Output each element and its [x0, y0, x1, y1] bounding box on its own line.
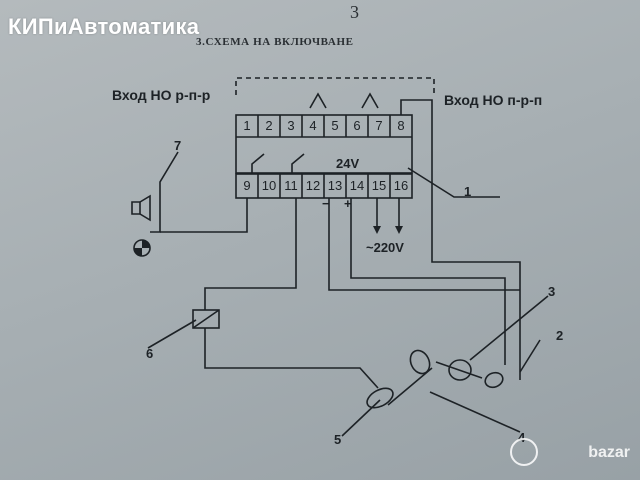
callout-5: 5 — [334, 432, 342, 447]
bottom-terminal-dividers — [257, 174, 391, 198]
terminal-16: 16 — [393, 178, 409, 193]
leader-2 — [519, 339, 541, 373]
terminal-12: 12 — [305, 178, 321, 193]
terminal-14: 14 — [349, 178, 365, 193]
terminal-7: 7 — [375, 118, 383, 133]
dashed-link — [235, 77, 435, 95]
callout-6: 6 — [146, 346, 154, 361]
sensor-rod — [387, 367, 433, 406]
plus-label: + — [344, 196, 352, 211]
callout-4: 4 — [518, 430, 526, 445]
terminal-15: 15 — [371, 178, 387, 193]
leader-1 — [407, 167, 500, 198]
top-terminal-dividers — [257, 115, 391, 137]
leader-3 — [469, 295, 549, 361]
shaft-4 — [435, 361, 483, 379]
wire-13 — [328, 198, 520, 291]
wire-relay-to-sensor — [204, 328, 379, 389]
callout-1: 1 — [464, 184, 472, 199]
wire-11-12 — [204, 198, 297, 310]
leader-7 — [150, 151, 179, 233]
input-label-npn: Вход НО п-р-п — [444, 92, 543, 108]
callout-7: 7 — [174, 138, 182, 153]
input-label-pnp: Вход НО р-п-р — [112, 87, 211, 103]
reflector-disc — [409, 349, 431, 375]
brand-logo-icon — [510, 438, 538, 466]
dc-supply-label: 24V — [336, 156, 360, 171]
leader-4 — [429, 391, 521, 433]
speaker-body — [131, 201, 141, 215]
terminal-1: 1 — [243, 118, 251, 133]
sensor-head-5 — [366, 387, 394, 409]
terminal-2: 2 — [265, 118, 273, 133]
callout-2: 2 — [556, 328, 564, 343]
terminal-3: 3 — [287, 118, 295, 133]
rotating-wheel-3 — [448, 359, 472, 381]
minus-label: − — [322, 196, 330, 211]
terminal-4: 4 — [309, 118, 317, 133]
leader-5 — [341, 399, 381, 437]
section-heading: 3.СХЕМА НА ВКЛЮЧВАНЕ — [196, 36, 354, 48]
terminal-11: 11 — [284, 178, 298, 193]
watermark-logo: КИПиАвтоматика — [8, 14, 200, 39]
speaker-cone — [139, 194, 151, 222]
page-number: 3 — [350, 2, 359, 22]
internal-contact-1 — [251, 153, 265, 174]
terminal-5: 5 — [331, 118, 339, 133]
terminal-9: 9 — [243, 178, 251, 193]
wire-9-10 — [160, 198, 248, 233]
terminal-6: 6 — [353, 118, 361, 133]
callout-3: 3 — [548, 284, 556, 299]
ac-terminal-arrows — [373, 226, 403, 234]
terminal-10: 10 — [261, 178, 277, 193]
terminal-8: 8 — [397, 118, 405, 133]
lamp-icon — [142, 240, 150, 248]
sensor-2 — [484, 371, 504, 389]
terminal-13: 13 — [327, 178, 343, 193]
ac-supply-label: ~220V — [366, 240, 404, 255]
contact-symbol-right — [361, 92, 379, 109]
contact-symbol-left — [309, 92, 327, 109]
wire-14 — [350, 198, 506, 365]
leader-6 — [147, 319, 197, 349]
relay-coil-6 — [192, 309, 220, 329]
brand-logo: bazar — [588, 444, 630, 461]
wire-8 — [400, 99, 521, 380]
internal-contact-2 — [291, 153, 305, 174]
